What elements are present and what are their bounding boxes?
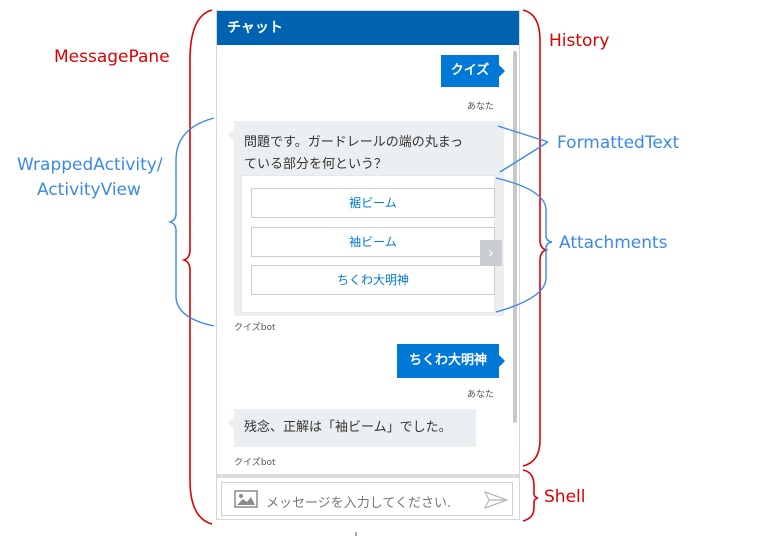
question-line-1: 問題です。ガードレールの端の丸まっ (244, 135, 464, 150)
chat-window: チャット クイズ あなた 問題です。ガードレールの端の丸まっ ている部分を何とい… (216, 10, 520, 520)
bot-message-answer: 残念、正解は「袖ビーム」でした。 (228, 409, 476, 447)
history-scrollbar[interactable] (513, 51, 517, 423)
user-message-1: クイズ (441, 55, 505, 87)
bot-message-answer-sender: クイズbot (234, 458, 276, 468)
label-wrapped-activity-1: WrappedActivity/ (17, 155, 163, 175)
attachments-bracket (495, 177, 553, 313)
label-shell: Shell (544, 487, 586, 507)
choice-button-3[interactable]: ちくわ大明神 (251, 265, 495, 295)
label-attachments: Attachments (559, 233, 668, 253)
choices-card: 裾ビーム 袖ビーム ちくわ大明神 (241, 175, 495, 313)
user-message-2-sender: あなた (467, 390, 495, 400)
wrapped-activity-bracket (167, 117, 215, 327)
message-input-placeholder: メッセージを入力してください. (266, 496, 452, 511)
chat-header: チャット (217, 11, 519, 45)
label-wrapped-activity-2: ActivityView (37, 180, 141, 200)
shell-bracket (522, 469, 539, 522)
bot-message-question-sender: クイズbot (234, 323, 276, 333)
carousel-next-button[interactable]: › (480, 240, 502, 266)
formatted-text-connector-2 (499, 141, 549, 173)
question-line-2: ている部分を何という？ (244, 157, 388, 172)
user-message-1-sender: あなた (467, 102, 495, 112)
shell: メッセージを入力してください. (217, 474, 519, 519)
chevron-right-icon: › (487, 243, 495, 262)
message-input[interactable]: メッセージを入力してください. (221, 482, 513, 516)
formatted-text-connector-1 (497, 125, 549, 143)
choice-button-2[interactable]: 袖ビーム (251, 227, 495, 257)
messagepane-bracket (181, 9, 213, 525)
history-bracket (522, 9, 549, 467)
label-history: History (549, 31, 610, 51)
label-messagepane: MessagePane (54, 47, 170, 67)
choice-button-1[interactable]: 裾ビーム (251, 188, 495, 218)
send-icon[interactable] (484, 491, 508, 509)
image-upload-icon[interactable] (234, 490, 258, 508)
label-formatted-text: FormattedText (557, 133, 680, 153)
user-message-2: ちくわ大明神 (397, 344, 505, 378)
